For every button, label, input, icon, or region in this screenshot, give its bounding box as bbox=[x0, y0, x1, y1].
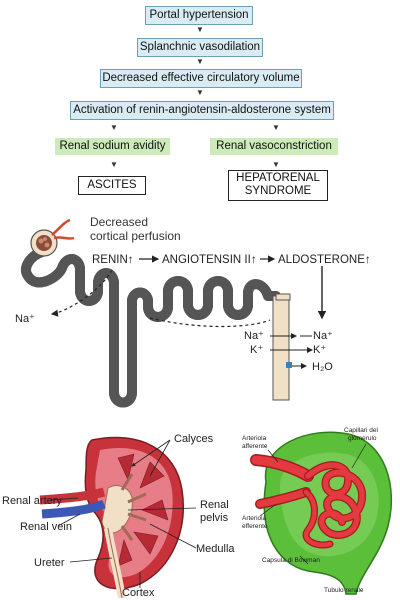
hepatorenal-syndrome-box: HEPATORENAL SYNDROME bbox=[228, 170, 328, 201]
renal-sodium-avidity-box: Renal sodium avidity bbox=[55, 138, 170, 155]
portal-hypertension-box: Portal hypertension bbox=[145, 6, 253, 25]
renal-artery-label: Renal artery bbox=[2, 495, 62, 507]
arrow-down-icon: ▼ bbox=[272, 160, 280, 169]
tubule-label: Tubulo renale bbox=[324, 587, 364, 594]
splanchnic-vasodilation-box: Splanchnic vasodilation bbox=[137, 38, 263, 57]
arrow-down-icon: ▼ bbox=[110, 123, 118, 132]
renal-vein-vessel bbox=[41, 499, 106, 519]
renal-vasoconstriction-box: Renal vasoconstriction bbox=[210, 138, 338, 155]
na-left-label: Na⁺ bbox=[15, 313, 35, 325]
angiotensin-label: ANGIOTENSIN II↑ bbox=[162, 254, 257, 266]
renin-label: RENIN↑ bbox=[92, 254, 134, 266]
hepatorenal-line: HEPATORENAL bbox=[236, 172, 320, 184]
syndrome-line: SYNDROME bbox=[244, 185, 312, 197]
cortex-label: Cortex bbox=[122, 587, 155, 598]
efferent-label-line2: efferente bbox=[242, 523, 268, 530]
collecting-duct bbox=[272, 295, 290, 401]
k-in-label: K⁺ bbox=[250, 344, 263, 356]
medulla-label: Medulla bbox=[196, 543, 235, 555]
renal-vein-label: Renal vein bbox=[20, 521, 72, 533]
renal-pelvis-label-line2: pelvis bbox=[200, 512, 229, 524]
perfusion-label-line2: cortical perfusion bbox=[90, 229, 181, 243]
renal-pelvis-label-line1: Renal bbox=[200, 499, 229, 511]
circulatory-volume-box: Decreased effective circulatory volume bbox=[100, 69, 302, 88]
aldosterone-label: ALDOSTERONE↑ bbox=[278, 254, 371, 266]
k-out-label: K⁺ bbox=[313, 344, 326, 356]
capillari-label-line1: Capillari del bbox=[344, 427, 379, 434]
raas-activation-box: Activation of renin-angiotensin-aldoster… bbox=[70, 101, 334, 120]
na-in-label: Na⁺ bbox=[244, 330, 264, 342]
ureter-label: Ureter bbox=[34, 557, 65, 569]
ascites-box: ASCITES bbox=[78, 176, 146, 195]
bowman-capsule-label: Capsula di Bowman bbox=[262, 557, 320, 564]
arrow-down-icon: ▼ bbox=[196, 57, 204, 66]
arrow-down-icon: ▼ bbox=[196, 25, 204, 34]
water-channel-icon bbox=[286, 362, 292, 368]
afferent-label-line1: Arteriola bbox=[242, 435, 267, 442]
perfusion-label-line1: Decreased bbox=[90, 215, 148, 229]
water-label: H₂O bbox=[312, 361, 333, 373]
renal-artery-vessel bbox=[39, 487, 106, 505]
nephron-diagram: Decreased cortical perfusion RENIN↑ ANGI… bbox=[15, 215, 371, 420]
arrow-down-icon: ▼ bbox=[196, 88, 204, 97]
calyces-label: Calyces bbox=[174, 433, 214, 445]
nephron-tubule bbox=[26, 247, 281, 403]
arrow-down-icon: ▼ bbox=[110, 160, 118, 169]
glomerulus-icon bbox=[30, 218, 75, 257]
capillari-label-line2: glomerulo bbox=[348, 435, 377, 442]
efferent-label-line1: Arteriola bbox=[242, 515, 267, 522]
arrow-down-icon: ▼ bbox=[272, 123, 280, 132]
afferent-label-line2: afferente bbox=[242, 443, 268, 450]
na-out-label: Na⁺ bbox=[313, 330, 333, 342]
medullary-pyramids bbox=[117, 453, 169, 567]
glomerulus-illustration: Capillari del glomerulo Arteriola affere… bbox=[242, 427, 393, 595]
kidney-cross-section: Calyces Renal artery Renal vein Renal pe… bbox=[2, 433, 235, 598]
